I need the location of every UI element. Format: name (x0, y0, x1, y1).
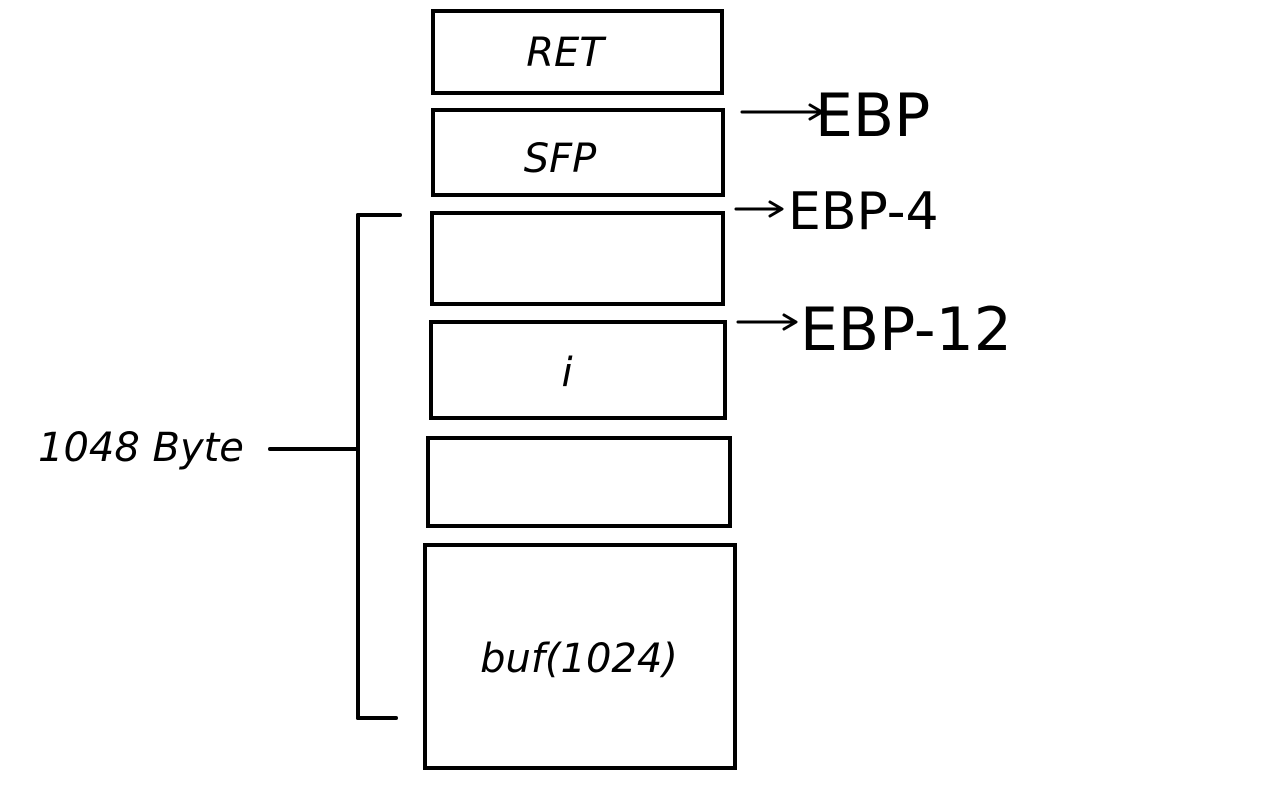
pointer-ebp-4-label: EBP-4 (788, 182, 939, 242)
stack-box-buf: buf(1024) (423, 543, 737, 770)
stack-box-ret-label: RET (526, 30, 607, 76)
pointer-ebp-4-arrowhead (768, 200, 784, 218)
stack-box-i-label: i (561, 350, 572, 396)
stack-box-sfp: SFP (431, 108, 725, 197)
size-bracket: 1048 Byte (38, 213, 402, 720)
pointer-ebp-arrowhead (808, 103, 824, 121)
pointer-ebp-label: EBP (815, 81, 930, 151)
stack-box-buf-label: buf(1024) (480, 636, 678, 682)
pointer-ebp-12-arrowhead (782, 313, 798, 331)
pointer-ebp-12-label: EBP-12 (800, 295, 1012, 365)
stack-box-sfp-label: SFP (524, 136, 597, 182)
pointer-ebp-4: EBP-4 (734, 182, 939, 242)
size-bracket-label: 1048 Byte (38, 425, 244, 471)
stack-box-ret: RET (431, 9, 724, 95)
stack-box-i: i (429, 320, 727, 420)
pointer-ebp-12: EBP-12 (736, 295, 1012, 365)
stack-box-ebp-4-slot (430, 211, 725, 306)
stack-column: RET SFP i buf(1024) (423, 9, 737, 770)
pointer-ebp: EBP (740, 81, 930, 151)
stack-box-empty (426, 436, 732, 528)
